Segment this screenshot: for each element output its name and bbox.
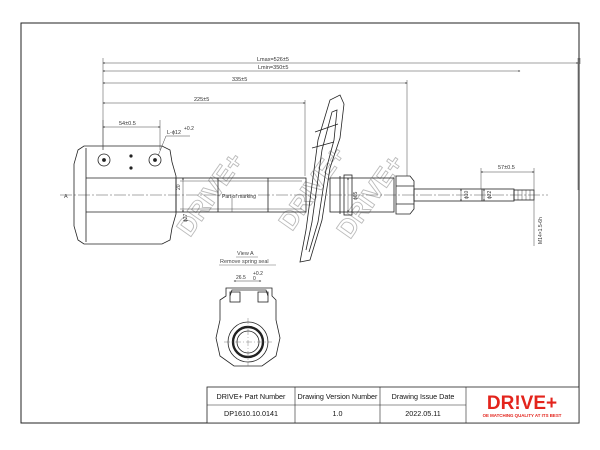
dim-text-26-tol: +0.2	[253, 271, 263, 277]
axis-a-label: A	[64, 194, 68, 200]
bolt-hole-lower-center	[153, 158, 157, 162]
dim-text-27: ɸ27	[183, 213, 189, 222]
bracket-dot-2	[129, 166, 133, 170]
watermark-group: DRIVE+ DRIVE+ DRIVE+	[170, 140, 410, 244]
header-version: Drawing Version Number	[298, 392, 379, 401]
value-part-number: DP1610.10.0141	[224, 409, 278, 418]
dim-text-26: 26.5	[236, 275, 246, 281]
spring-seat	[299, 94, 345, 263]
view-a-subtitle: Remove spring seal	[220, 259, 269, 265]
title-block: DRIVE+ Part Number Drawing Version Numbe…	[206, 386, 580, 424]
upper-body	[329, 177, 395, 213]
brand-logo: DR!VE+	[487, 393, 557, 414]
leader-phi12	[157, 135, 190, 157]
seal-ring	[343, 174, 353, 216]
dim-text-phi12-tol: +0.2	[184, 126, 194, 132]
dim-text-lmin: Lmin=350±5	[258, 65, 288, 71]
brand-tagline: OE MATCHING QUALITY AT ITS BEST	[483, 413, 562, 418]
dim-text-20: 20	[176, 184, 182, 190]
dim-text-26-tol2: 0	[253, 276, 256, 282]
mounting-bracket	[73, 145, 177, 245]
view-a-bracket-outline	[215, 287, 281, 367]
bolt-hole-upper-center	[102, 158, 106, 162]
dim-text-65: ɸ65	[353, 191, 359, 200]
bolt-hole-lower	[148, 153, 162, 167]
view-a-bracket-top	[229, 289, 269, 297]
strut-tube	[175, 177, 307, 213]
value-version: 1.0	[333, 409, 343, 418]
dim-text-10: ɸ10	[464, 190, 470, 199]
dimension-texts: Lmax=526±5 Lmin=350±5 335±5 225±5 54±0.5…	[119, 57, 544, 244]
view-a-flange-left	[229, 291, 241, 303]
header-issue-date: Drawing Issue Date	[392, 392, 455, 401]
bolt-hole-upper	[97, 153, 111, 167]
spring-seat-inner	[305, 109, 338, 253]
view-a-title: View A	[237, 251, 254, 257]
dim-text-thread: M14×1.5-6h	[538, 217, 544, 244]
top-nut	[395, 175, 415, 215]
value-issue-date: 2022.05.11	[405, 409, 440, 418]
header-part-number: DRIVE+ Part Number	[217, 392, 287, 401]
view-a: View A Remove spring seal 26.5 +0.2 0	[215, 251, 281, 367]
bracket-dot-1	[129, 154, 133, 158]
dim-text-54: 54±0.5	[119, 121, 136, 127]
dim-text-335: 335±5	[232, 77, 247, 83]
spring-seat-rib-1	[314, 123, 339, 133]
spring-seat-rib-2	[311, 141, 335, 149]
dim-text-22: ɸ22	[487, 190, 493, 199]
dim-text-lmax: Lmax=526±5	[257, 57, 289, 63]
dim-text-225: 225±5	[194, 97, 209, 103]
strut-assembly	[73, 94, 535, 263]
view-a-flange-right	[257, 291, 269, 303]
dimensions	[102, 58, 581, 246]
dim-text-57: 57±0.5	[498, 165, 515, 171]
part-marking-label: Part of marking	[222, 194, 256, 200]
dim-text-phi12: L-ɸ12	[167, 130, 181, 136]
